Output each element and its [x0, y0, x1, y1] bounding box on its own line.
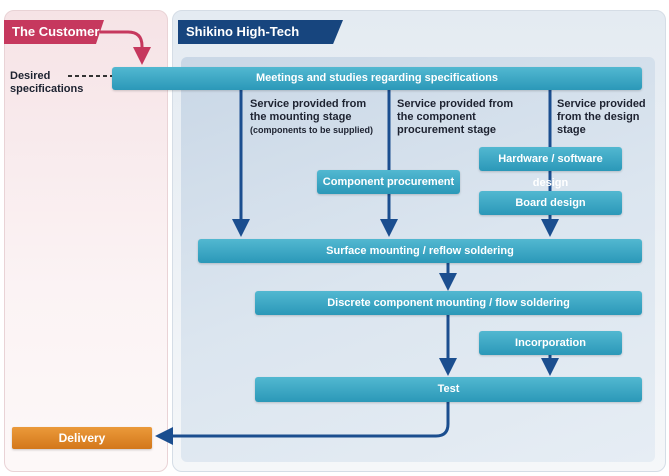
customer-title: The Customer — [4, 20, 104, 44]
test-bar: Test — [255, 377, 642, 402]
shikino-title: Shikino High-Tech — [178, 20, 343, 44]
customer-arrow — [100, 30, 151, 65]
board-design-bar: Board design — [479, 191, 622, 215]
service-mounting-label: Service provided from the mounting stage… — [250, 98, 373, 135]
test-to-delivery-arrow — [155, 402, 450, 445]
delivery-bar: Delivery — [12, 427, 152, 449]
meetings-bar: Meetings and studies regarding specifica… — [112, 67, 642, 90]
surface-mounting-bar: Surface mounting / reflow soldering — [198, 239, 642, 263]
discrete-mounting-bar: Discrete component mounting / flow solde… — [255, 291, 642, 315]
incorporation-bar: Incorporation — [479, 331, 622, 355]
service-design-label: Service provided from the design stage — [557, 98, 646, 136]
hw-sw-design-bar: Hardware / software design — [479, 147, 622, 189]
desired-specifications-label: Desired specifications — [10, 70, 84, 95]
component-procurement-bar: Component procurement — [317, 170, 460, 194]
service-procurement-label: Service provided from the component proc… — [397, 98, 514, 136]
